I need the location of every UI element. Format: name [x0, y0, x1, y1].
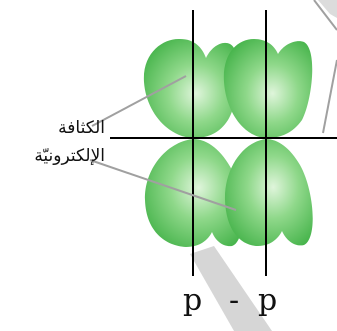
pointer-line-lower: [89, 159, 237, 211]
orbital-lobe-top-right: [223, 39, 313, 138]
electron-density-label-line1: الكثافة: [58, 118, 105, 138]
orbital-lobe-top-left: [143, 38, 239, 138]
right-orbital-label: p: [258, 283, 278, 318]
left-orbital-label: p: [183, 283, 203, 318]
pointer-line-upper: [91, 75, 187, 127]
pointer-line-right-2: [322, 59, 337, 134]
shadow-ray-top-right: [318, 0, 337, 18]
connector-dash: -: [229, 283, 240, 318]
pointer-line-right-1: [313, 0, 337, 31]
electron-density-label-line2: الإلكترونيّة: [34, 146, 105, 166]
shadow-ray-bottom: [190, 246, 272, 331]
orbital-lobe-bottom-right: [224, 139, 313, 246]
